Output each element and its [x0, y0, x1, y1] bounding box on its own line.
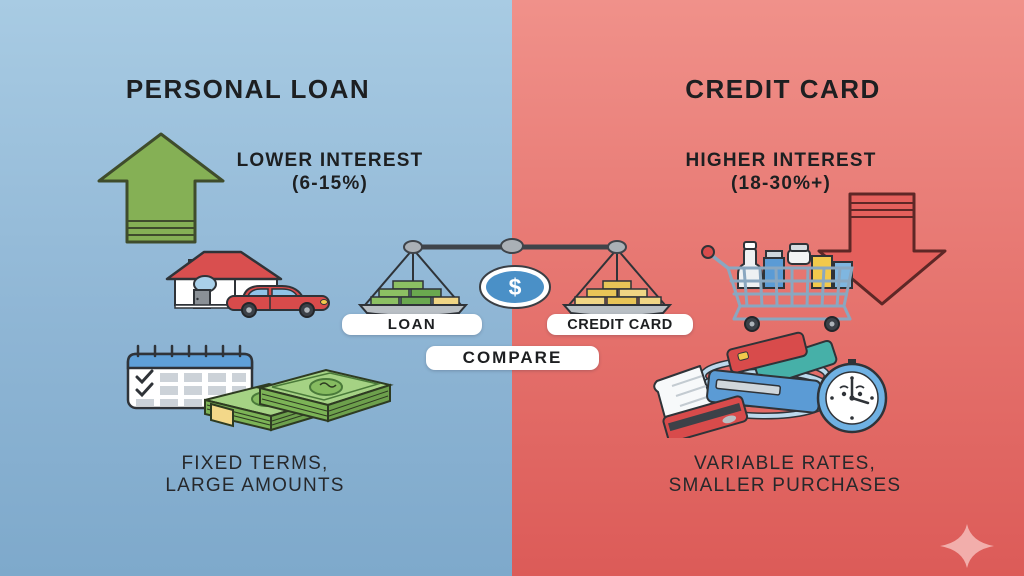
house-icon — [165, 250, 283, 309]
cart-icon — [708, 252, 854, 321]
right-interest-range: (18-30%+) — [730, 173, 832, 194]
compare-label: COMPARE — [426, 346, 599, 370]
left-interest-text: LOWER INTEREST (6-15%) — [210, 149, 450, 195]
left-footer-line2: LARGE AMOUNTS — [165, 474, 345, 496]
credit-card-pan-label: CREDIT CARD — [547, 314, 693, 335]
calendar-icon — [126, 344, 254, 410]
house-car-illustration — [165, 250, 330, 318]
calendar-money-illustration — [126, 344, 394, 432]
right-interest-heading: HIGHER INTEREST — [685, 150, 877, 171]
loan-pan-label: LOAN — [342, 314, 482, 335]
left-interest-range: (6-15%) — [292, 173, 368, 194]
right-interest-text: HIGHER INTEREST (18-30%+) — [661, 149, 901, 195]
right-footer-text: VARIABLE RATES, SMALLER PURCHASES — [625, 453, 945, 496]
credit-card-money-icon — [574, 280, 662, 306]
loan-money-icon — [370, 280, 460, 306]
right-footer-line2: SMALLER PURCHASES — [668, 474, 902, 496]
dollar-sign: $ — [509, 274, 522, 300]
left-panel-title: PERSONAL LOAN — [125, 74, 371, 104]
clock-icon — [816, 359, 888, 434]
left-footer-line1: FIXED TERMS, — [181, 453, 329, 474]
left-footer-text: FIXED TERMS, LARGE AMOUNTS — [95, 453, 415, 496]
balance-scale: $ — [357, 238, 673, 317]
credit-cards-icon — [662, 331, 838, 438]
up-arrow-icon — [97, 132, 225, 244]
right-footer-line1: VARIABLE RATES, — [693, 453, 876, 474]
dollar-badge: $ — [479, 265, 551, 309]
cash-stacks-icon — [204, 368, 394, 432]
left-interest-heading: LOWER INTEREST — [236, 150, 424, 171]
shopping-cart-illustration — [701, 241, 854, 332]
cards-receipt-clock-illustration — [653, 331, 888, 438]
right-panel-title: CREDIT CARD — [685, 74, 881, 104]
car-icon — [226, 285, 330, 318]
sparkle-icon — [940, 524, 994, 568]
cart-handle-knob — [701, 245, 715, 259]
